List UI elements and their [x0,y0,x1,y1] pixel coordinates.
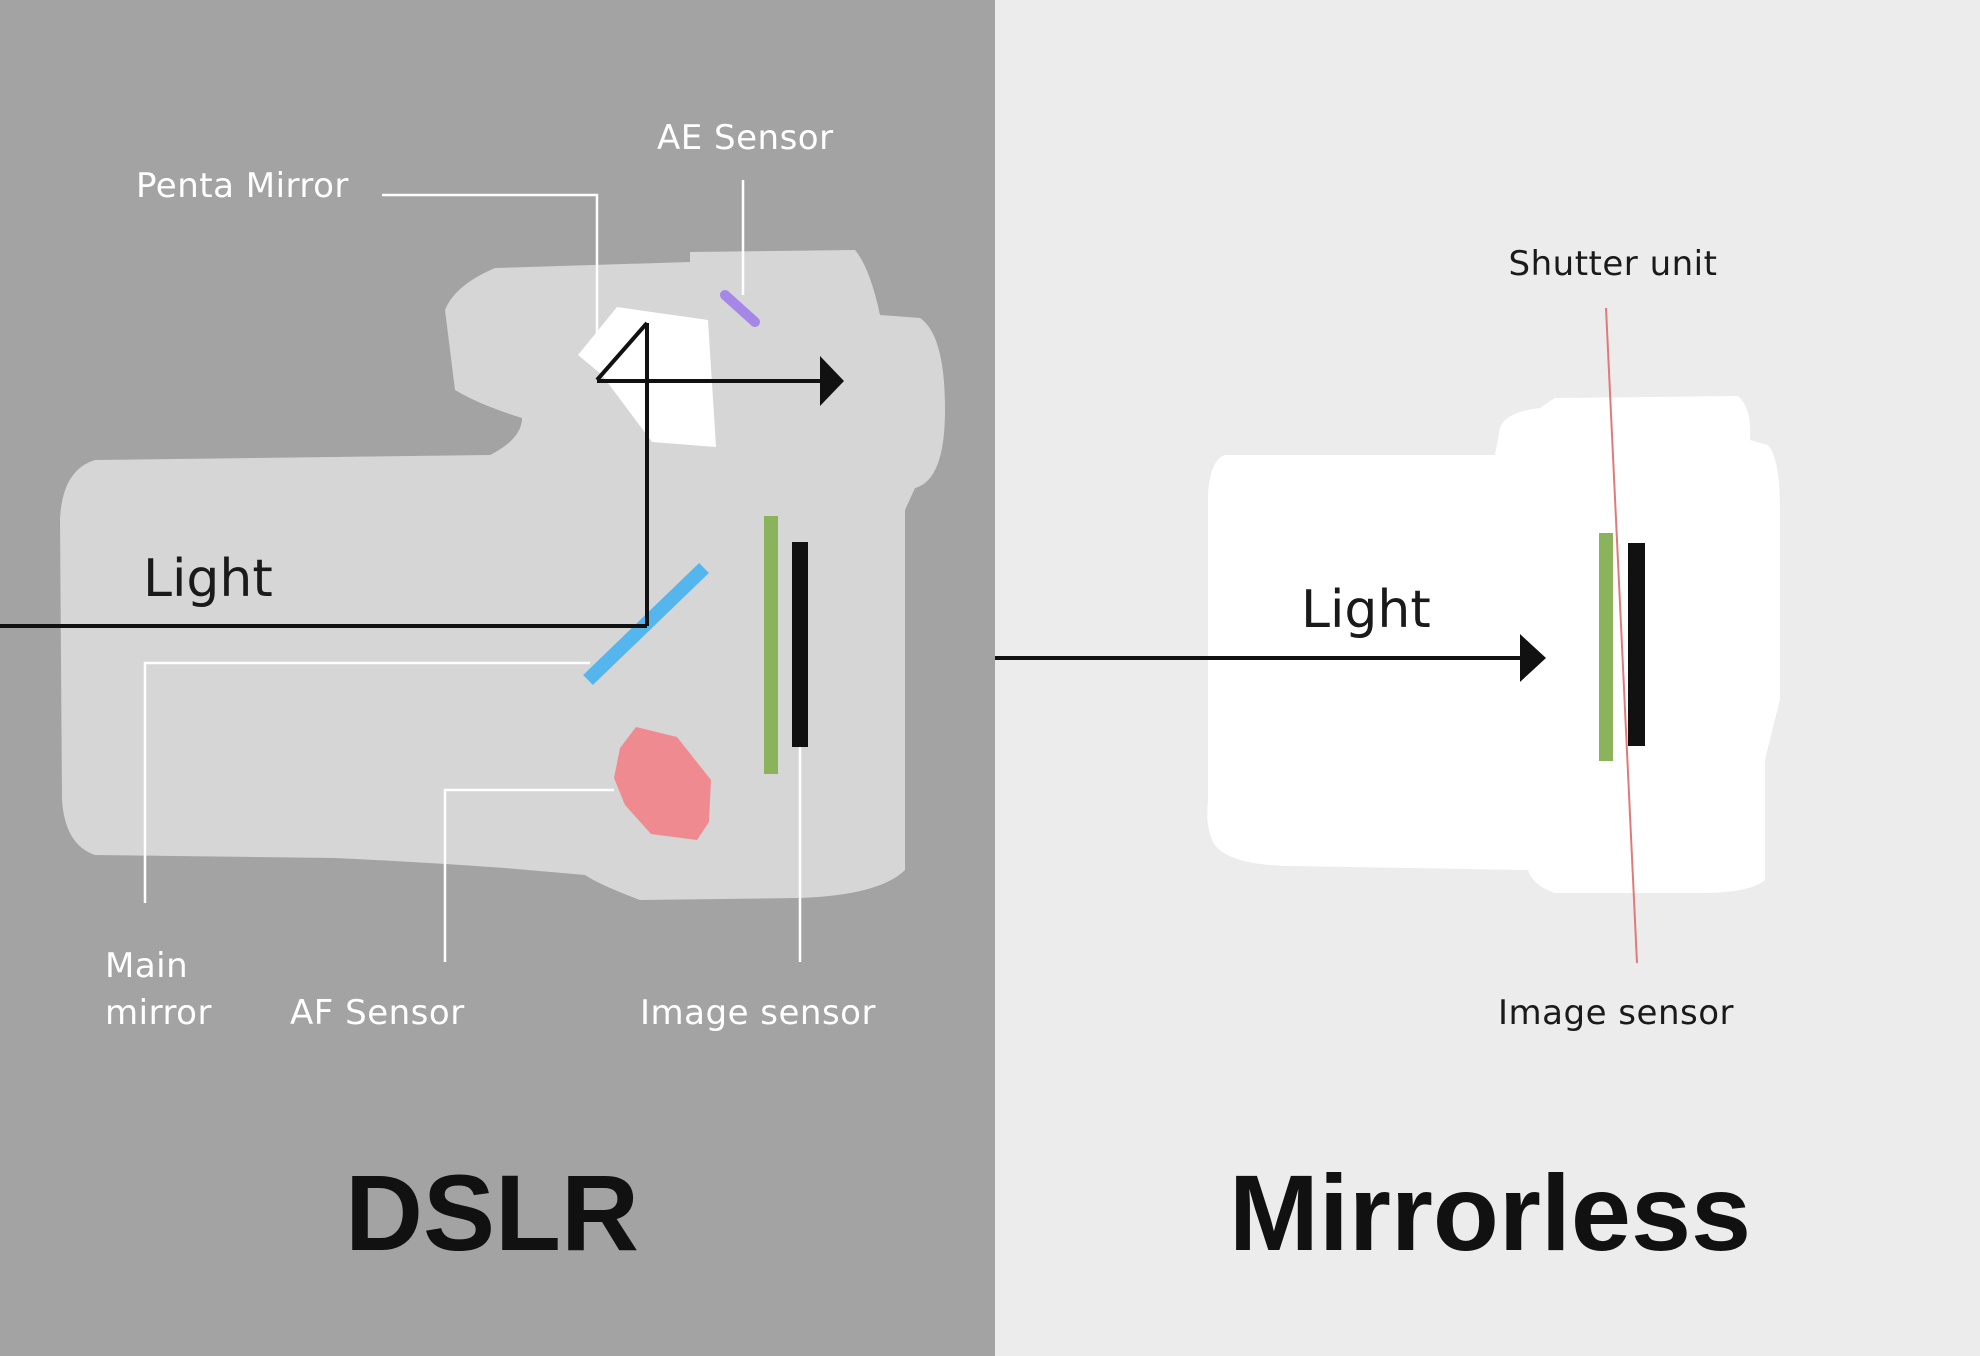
penta-mirror-leader [382,193,599,338]
dslr-leader-lines [143,180,802,962]
mirrorless-title: Mirrorless [1229,1152,1751,1273]
penta-mirror-label: Penta Mirror [136,166,349,206]
mirrorless-light-label: Light [1301,580,1431,640]
main-mirror-label-line1: Main [105,946,188,986]
dslr-light-label: Light [143,549,273,609]
af-sensor-label: AF Sensor [290,993,465,1033]
mirrorless-shutter-unit [1599,533,1613,761]
mirrorless-image-sensor [1628,543,1645,746]
ae-sensor [720,290,760,327]
ae-sensor-label: AE Sensor [657,118,834,158]
main-mirror-label-line2: mirror [105,993,212,1033]
mirrorless-leader-line [1605,307,1638,964]
dslr-light-path [0,321,825,628]
dslr-title: DSLR [345,1152,639,1273]
af-sensor-leader [443,788,614,962]
mirrorless-light-arrowhead [1520,634,1546,682]
dslr-light-arrowhead [820,356,844,406]
dslr-image-sensor-label: Image sensor [640,993,876,1033]
dslr-camera-body [60,250,945,900]
mirrorless-image-sensor-label: Image sensor [1498,993,1734,1033]
af-sensor [614,727,711,840]
mirrorless-camera-body [1207,396,1780,893]
dslr-shutter-unit [764,516,778,774]
dslr-image-sensor [792,542,808,747]
shutter-unit-label: Shutter unit [1509,244,1718,284]
main-mirror-leader [143,661,590,903]
